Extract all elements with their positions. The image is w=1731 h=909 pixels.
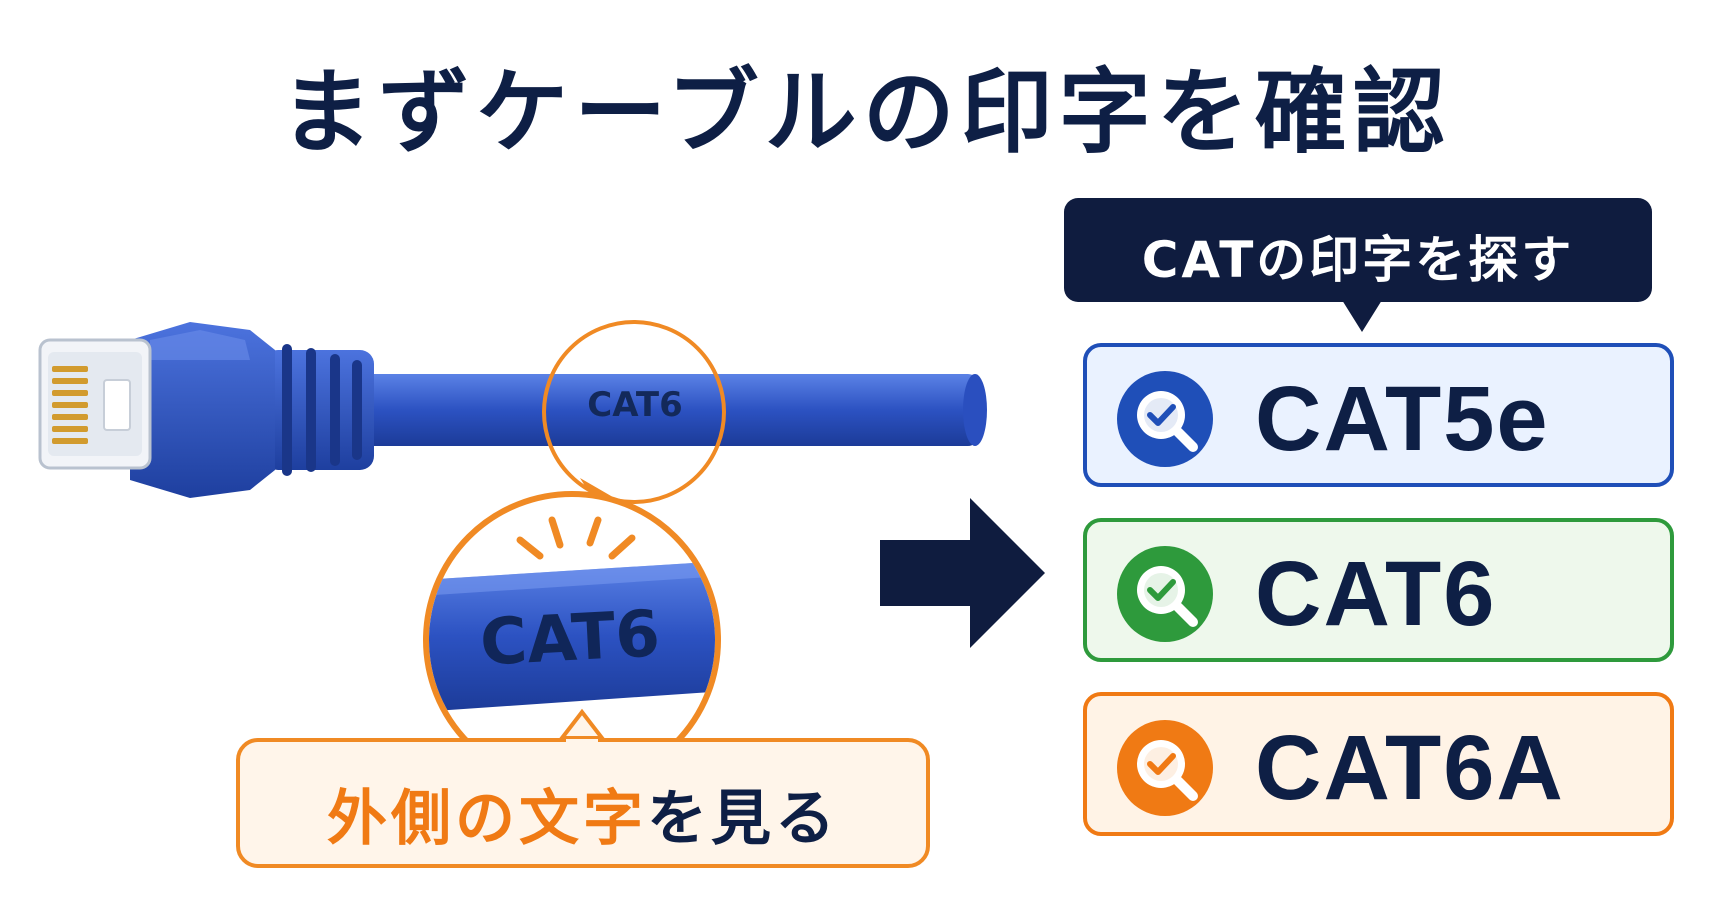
- search-tag-label: CATの印字を探す: [1141, 231, 1575, 289]
- category-card-1: CAT6: [1083, 518, 1674, 662]
- magnify-ring-small: [542, 320, 726, 504]
- category-label: CAT5e: [1255, 368, 1550, 470]
- strain-relief: [264, 344, 374, 476]
- cable-body: [360, 374, 987, 446]
- caption-text: 外側の文字を見る: [240, 770, 926, 857]
- search-tag: CATの印字を探す: [1064, 198, 1652, 332]
- caption-box: 外側の文字を見る: [236, 738, 930, 868]
- page-title: まずケーブルの印字を確認: [280, 59, 1451, 166]
- category-label: CAT6: [1255, 543, 1497, 645]
- category-card-0: CAT5e: [1083, 343, 1674, 487]
- category-label: CAT6A: [1255, 717, 1565, 819]
- cable-print-label: CAT6: [587, 385, 683, 425]
- arrow-right-icon: [880, 498, 1045, 648]
- zoom-print-label: CAT6: [478, 597, 662, 681]
- search-check-icon: [1117, 546, 1213, 642]
- category-card-2: CAT6A: [1083, 692, 1674, 836]
- caption-highlight: 外側の文字: [327, 784, 647, 854]
- rj45-plug: [38, 338, 152, 470]
- search-check-icon: [1117, 720, 1213, 816]
- search-check-icon: [1117, 371, 1213, 467]
- zoom-bubble: [423, 491, 721, 789]
- caption-rest: を見る: [647, 784, 839, 854]
- connector-boot: [130, 322, 275, 498]
